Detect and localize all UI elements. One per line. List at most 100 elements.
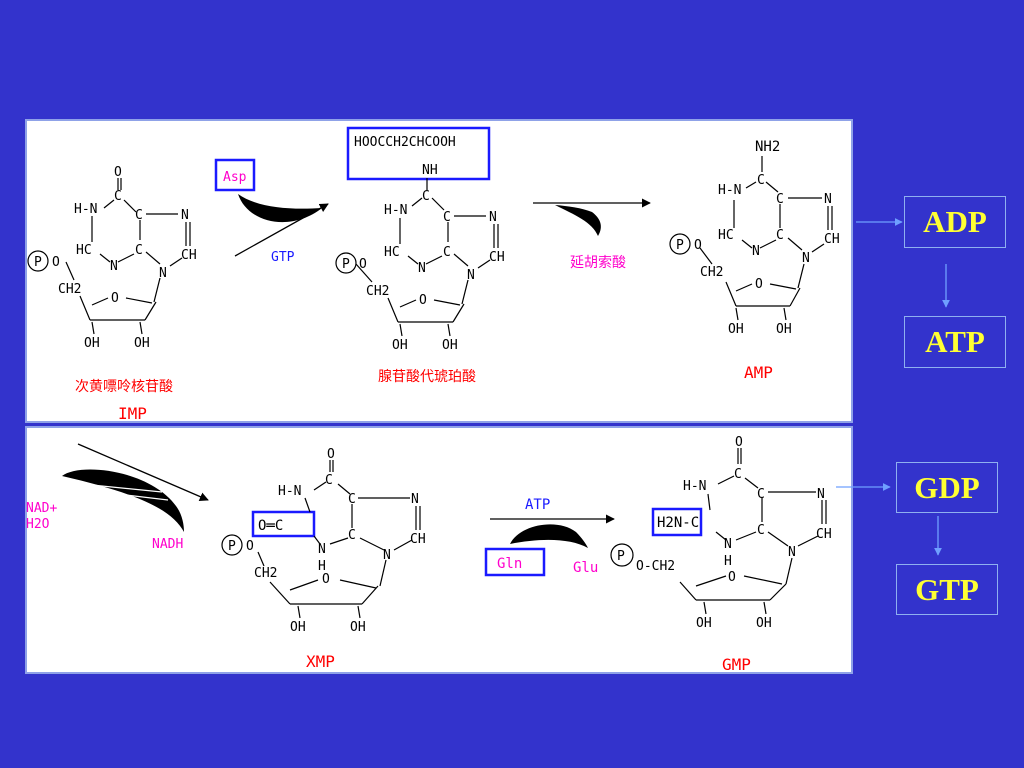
amp-atom: CH (824, 232, 840, 247)
gmp-atom: O-CH2 (636, 559, 675, 574)
amp-atom: HC (718, 228, 734, 243)
xmp-atom: O (246, 539, 254, 554)
xmp-atom: H-N (278, 484, 301, 499)
amp-atom: O (694, 238, 702, 253)
amp-label: AMP (744, 363, 773, 382)
phosphorylation-arrows (836, 218, 950, 556)
xmp-structure (221, 460, 421, 619)
gmp-atom: O (728, 570, 736, 585)
xmp-atom: H (318, 559, 326, 574)
gmp-atom: C (757, 523, 765, 538)
sampl-nh: NH (422, 163, 438, 178)
sampl-atom: OH (442, 338, 458, 353)
sampl-atom: H-N (384, 203, 407, 218)
gmp-atom: OH (756, 616, 772, 631)
gln-label: Gln (497, 556, 522, 572)
gmp-atom: P (617, 549, 625, 564)
amp-atom: OH (728, 322, 744, 337)
amp-atom: C (776, 228, 784, 243)
sampl-chinese-name: 腺苷酸代琥珀酸 (378, 369, 476, 385)
imp-atom: C (135, 243, 143, 258)
imp-label: IMP (118, 404, 147, 423)
xmp-atom: N (383, 548, 391, 563)
conversion-panel-amp (25, 119, 853, 423)
sampl-atom: N (467, 268, 475, 283)
amp-atom: N (752, 244, 760, 259)
xmp-atom: CH2 (254, 566, 277, 581)
step4-arrow (490, 514, 615, 548)
nad-label: NAD+ (26, 501, 57, 516)
amp-atom: H-N (718, 183, 741, 198)
sampl-atom: N (489, 210, 497, 225)
gmp-atom: OH (696, 616, 712, 631)
gmp-atom: N (724, 537, 732, 552)
imp-atom: C (114, 189, 122, 204)
sampl-atom: C (422, 189, 430, 204)
gmp-structure (610, 448, 827, 615)
xmp-atom: C (325, 473, 333, 488)
imp-atom: P (34, 255, 42, 270)
gmp-amino: H2N-C (657, 515, 699, 531)
amp-atom: C (776, 192, 784, 207)
gtp-node: GTP (896, 564, 998, 615)
gdp-node: GDP (896, 462, 998, 513)
imp-atom: N (159, 266, 167, 281)
amino-box (651, 507, 703, 537)
glu-label: Glu (573, 560, 598, 576)
gmp-atom: N (788, 545, 796, 560)
imp-atom: H-N (74, 202, 97, 217)
sampl-atom: CH2 (366, 284, 389, 299)
amp-structure (669, 156, 833, 321)
asp-label: Asp (223, 170, 247, 185)
step2-arrow (533, 198, 651, 236)
imp-atom: O (52, 255, 60, 270)
gmp-atom: H (724, 554, 732, 569)
sampl-atom: P (342, 257, 350, 272)
sampl-atom: O (359, 257, 367, 272)
succinyl-box (346, 126, 491, 181)
amp-atom: OH (776, 322, 792, 337)
imp-atom: O (111, 291, 119, 306)
imp-atom: C (135, 208, 143, 223)
gmp-atom: H-N (683, 479, 706, 494)
sampl-atom: C (443, 210, 451, 225)
succinyl-substituent: HOOCCH2CHCOOH (354, 135, 456, 150)
conversion-panel-gmp (25, 426, 853, 674)
imp-atom: HC (76, 243, 92, 258)
imp-structure (27, 178, 191, 335)
h2o-label: H2O (26, 517, 50, 532)
xmp-carbonyl: O═C (258, 518, 283, 534)
xmp-atom-labels: O H-N C C N C N H CH N P O CH2 O OH OH (228, 447, 426, 635)
imp-atom: N (110, 259, 118, 274)
imp-atom-labels: O H-N C C N HC C N CH N P O CH2 O OH OH (34, 165, 197, 351)
imp-atom: OH (134, 336, 150, 351)
sampl-atom: CH (489, 250, 505, 265)
sampl-atom: N (418, 261, 426, 276)
amp-atom: P (676, 238, 684, 253)
imp-atom: CH2 (58, 282, 81, 297)
xmp-atom: CH (410, 532, 426, 547)
gmp-atom: O (735, 435, 743, 450)
atp-cofactor-label: ATP (525, 497, 550, 513)
xmp-atom: N (318, 542, 326, 557)
gtp-cofactor-label: GTP (271, 250, 295, 265)
asp-box (214, 158, 256, 192)
carbonyl-box (251, 510, 316, 538)
amp-nh2: NH2 (755, 139, 780, 155)
amp-atom: N (824, 192, 832, 207)
sampl-atom: C (443, 245, 451, 260)
imp-atom: OH (84, 336, 100, 351)
xmp-atom: OH (290, 620, 306, 635)
fumarate-label: 延胡索酸 (570, 254, 626, 271)
xmp-atom: P (228, 539, 236, 554)
sampl-structure (335, 178, 499, 337)
step3-arrow (62, 443, 209, 532)
imp-atom: CH (181, 248, 197, 263)
sampl-atom: O (419, 293, 427, 308)
imp-atom: N (181, 208, 189, 223)
xmp-atom: O (322, 572, 330, 587)
imp-atom: O (114, 165, 122, 180)
step1-arrow (234, 194, 329, 257)
xmp-label: XMP (306, 652, 335, 671)
